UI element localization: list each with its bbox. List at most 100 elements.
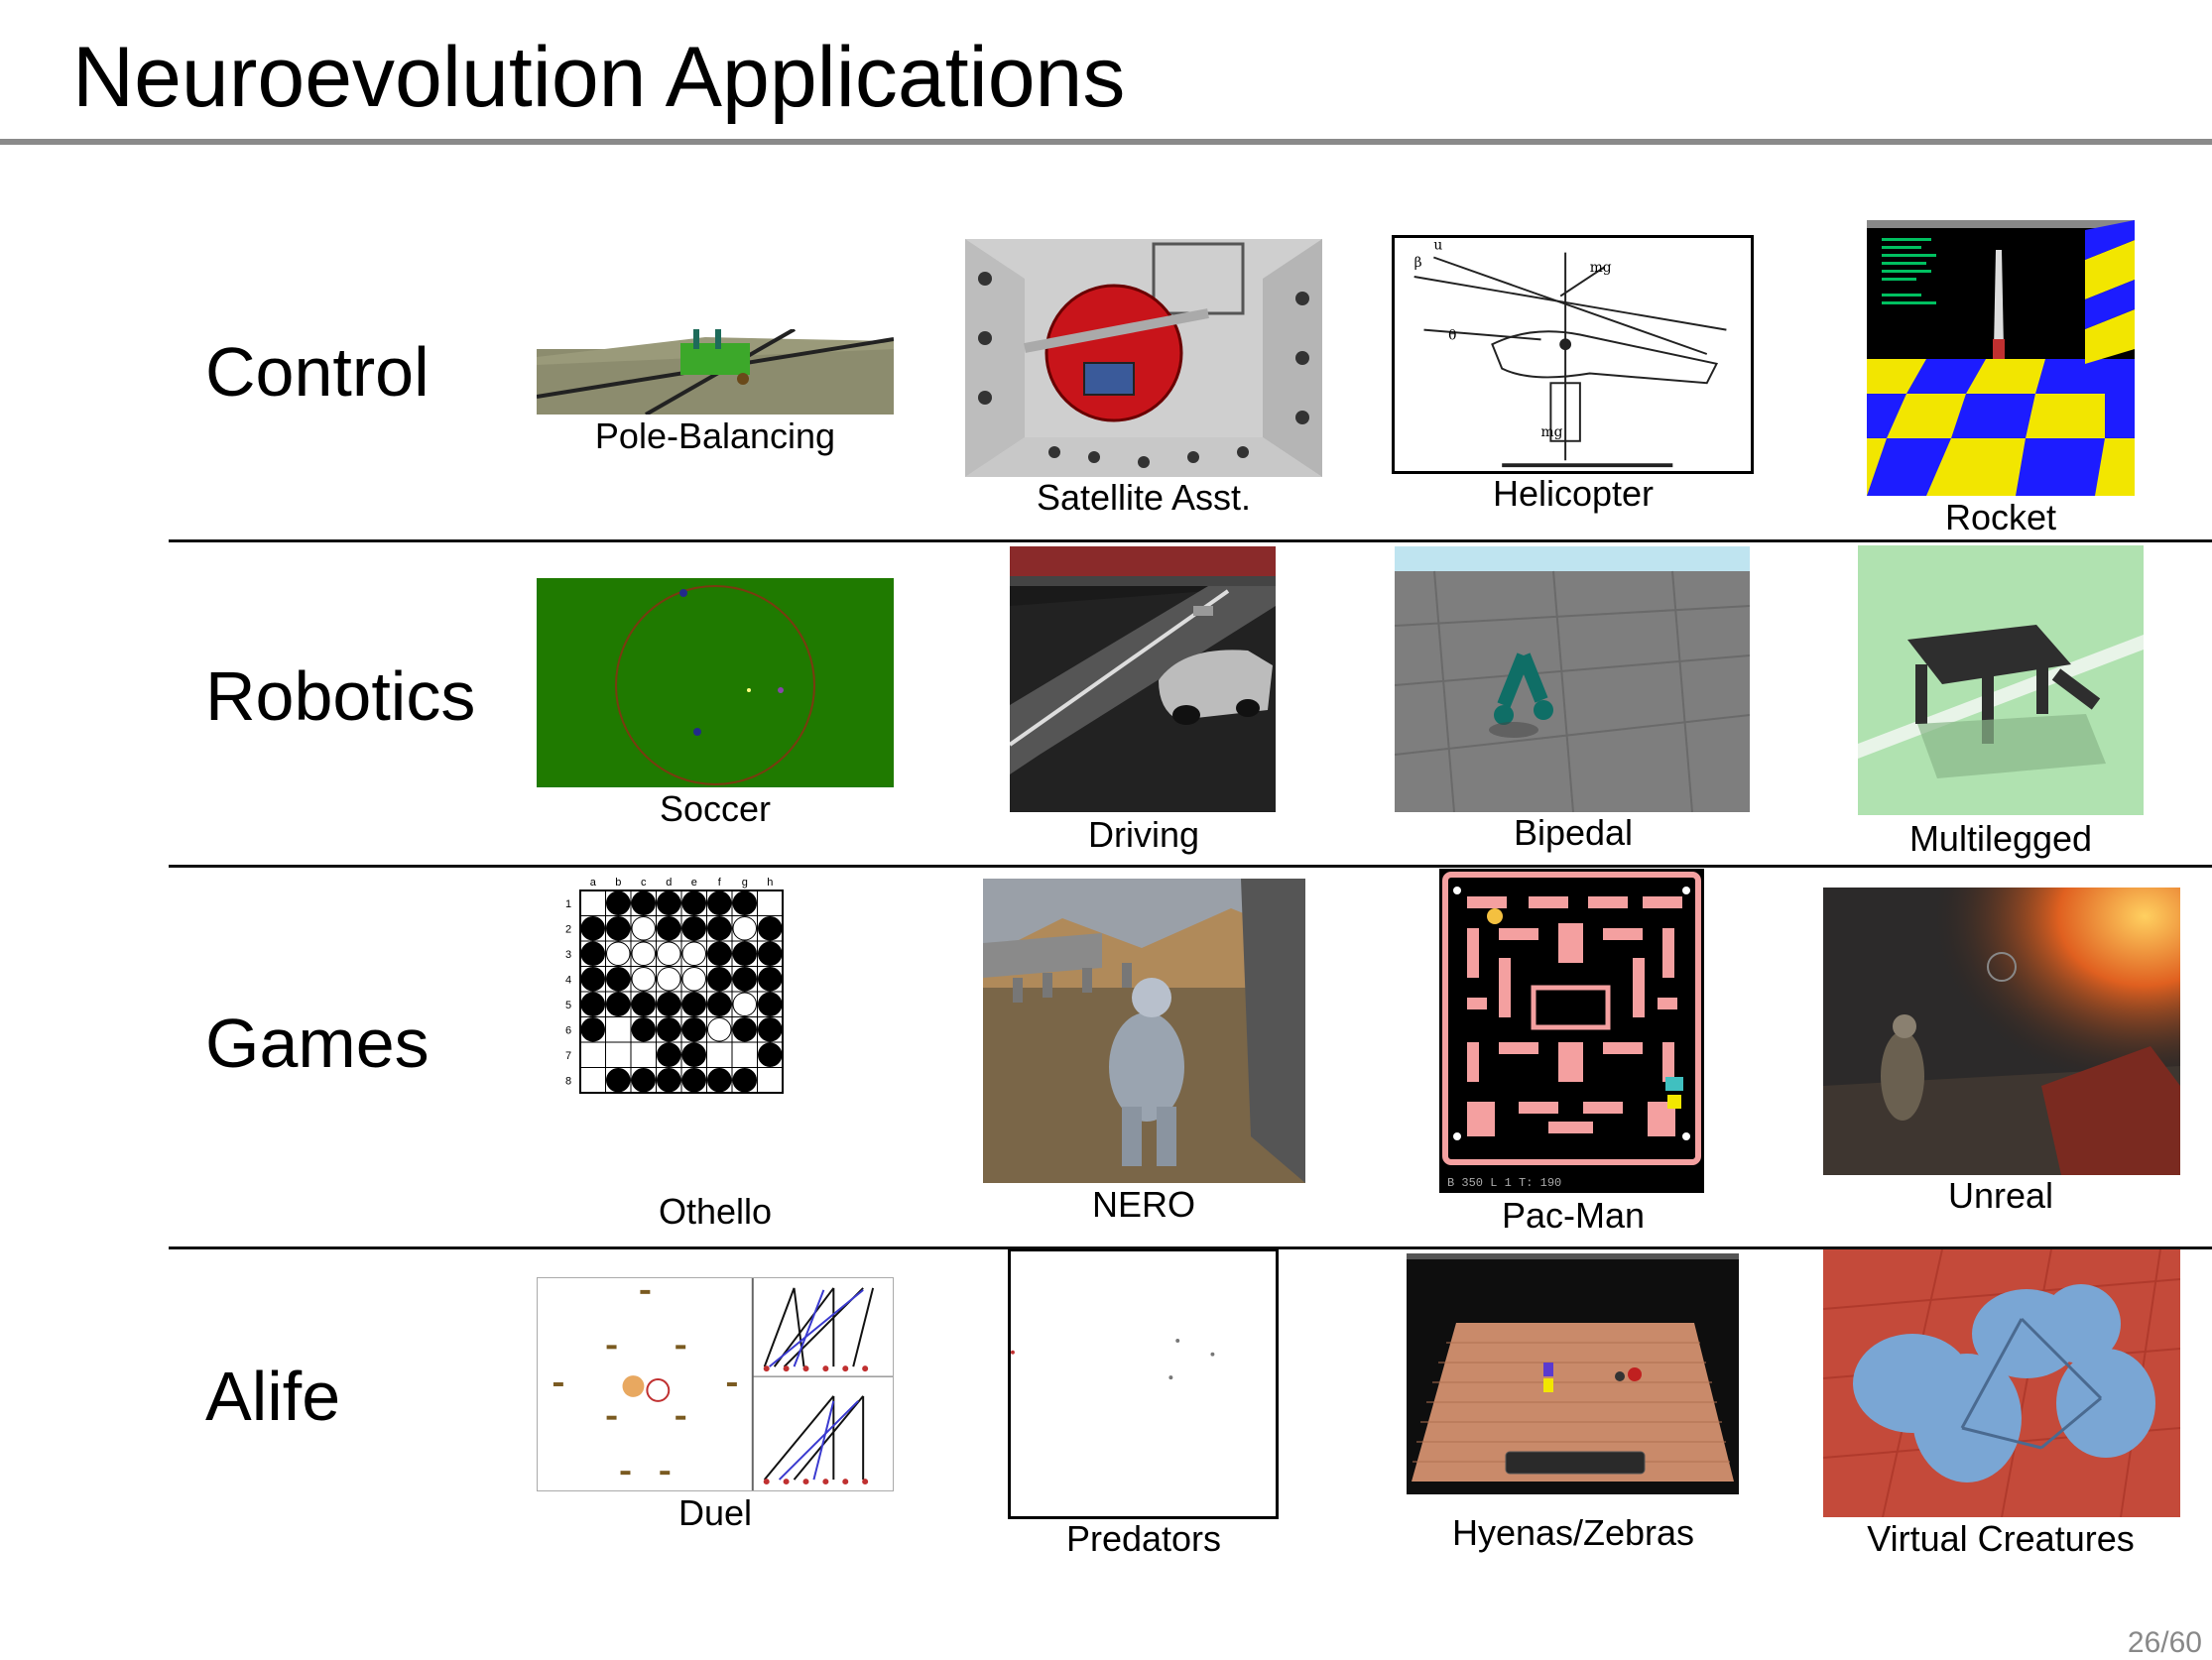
row-divider (169, 865, 2212, 868)
svg-text:mg: mg (1541, 424, 1563, 440)
row-label-control: Control (205, 333, 430, 411)
othello-row-label: 4 (565, 974, 571, 986)
othello-white-disc (657, 941, 681, 966)
row-label-robotics: Robotics (205, 657, 476, 735)
othello-black-disc (758, 1042, 783, 1067)
othello-white-disc (732, 992, 757, 1016)
othello-white-disc (631, 967, 656, 992)
othello-black-disc (758, 1017, 783, 1042)
caption-driving: Driving (1087, 814, 1200, 855)
svg-text:u: u (1433, 238, 1442, 254)
nero-image (983, 879, 1305, 1183)
unreal-image (1823, 888, 2180, 1175)
caption-satellite: Satellite Asst. (1036, 477, 1252, 518)
svg-text:mg: mg (1590, 260, 1612, 276)
othello-black-disc (707, 1068, 732, 1093)
othello-white-disc (631, 941, 656, 966)
pacman-maze: B 350 L 1 T: 190 (1439, 869, 1704, 1193)
othello-black-disc (707, 992, 732, 1016)
row-label-games: Games (205, 1005, 430, 1082)
othello-black-disc (580, 1017, 605, 1042)
othello-column-label: h (767, 877, 773, 889)
caption-helicopter: Helicopter (1492, 473, 1655, 514)
pole-balancing-image (537, 329, 894, 415)
caption-multilegged: Multilegged (1908, 818, 2093, 859)
othello-black-disc (606, 967, 631, 992)
othello-row-label: 6 (565, 1024, 571, 1036)
othello-black-disc (758, 941, 783, 966)
multilegged-image (1858, 545, 2144, 815)
othello-black-disc (681, 992, 706, 1016)
caption-soccer: Soccer (659, 788, 772, 829)
rocket-image (1867, 220, 2135, 496)
bipedal-image (1395, 546, 1750, 812)
othello-row-label: 3 (565, 949, 571, 961)
othello-row-label: 7 (565, 1050, 571, 1062)
othello-black-disc (657, 916, 681, 941)
othello-black-disc (657, 890, 681, 915)
othello-row-label: 2 (565, 923, 571, 935)
othello-row-label: 5 (565, 1000, 571, 1011)
othello-black-disc (732, 1068, 757, 1093)
othello-black-disc (657, 1042, 681, 1067)
othello-black-disc (707, 916, 732, 941)
caption-rocket: Rocket (1944, 497, 2057, 537)
pacman-status: B 350 L 1 T: 190 (1447, 1176, 1561, 1190)
othello-black-disc (732, 941, 757, 966)
satellite-image (965, 239, 1322, 477)
othello-column-label: g (742, 877, 748, 889)
othello-black-disc (681, 890, 706, 915)
caption-pole-balancing: Pole-Balancing (594, 415, 836, 456)
othello-column-label: c (641, 877, 647, 889)
othello-white-disc (606, 941, 631, 966)
othello-black-disc (580, 916, 605, 941)
page-title: Neuroevolution Applications (72, 30, 1126, 125)
othello-black-disc (758, 916, 783, 941)
svg-text:β: β (1414, 255, 1422, 271)
othello-column-label: d (666, 877, 672, 889)
othello-black-disc (580, 992, 605, 1016)
caption-othello: Othello (658, 1191, 773, 1232)
row-divider (169, 539, 2212, 542)
othello-white-disc (707, 1017, 732, 1042)
othello-black-disc (707, 967, 732, 992)
othello-black-disc (606, 916, 631, 941)
othello-black-disc (732, 1017, 757, 1042)
othello-black-disc (681, 1017, 706, 1042)
caption-bipedal: Bipedal (1513, 812, 1634, 853)
othello-black-disc (681, 1042, 706, 1067)
othello-black-disc (758, 967, 783, 992)
othello-black-disc (707, 890, 732, 915)
othello-black-disc (606, 992, 631, 1016)
page-number: 26/60 (2127, 1626, 2202, 1659)
caption-virtual-creatures: Virtual Creatures (1867, 1518, 2135, 1559)
row-divider (169, 1246, 2212, 1249)
othello-white-disc (681, 967, 706, 992)
othello-white-disc (657, 967, 681, 992)
predators-image (1008, 1248, 1279, 1519)
othello-black-disc (732, 890, 757, 915)
othello-black-disc (681, 916, 706, 941)
caption-hyenas-zebras: Hyenas/Zebras (1451, 1512, 1695, 1553)
title-divider (0, 139, 2212, 145)
helicopter-diagram: u β θ mg mg (1392, 235, 1754, 474)
othello-black-disc (657, 992, 681, 1016)
othello-black-disc (631, 890, 656, 915)
duel-image (537, 1277, 894, 1491)
virtual-creatures-image (1823, 1249, 2180, 1517)
othello-black-disc (657, 1017, 681, 1042)
othello-black-disc (580, 941, 605, 966)
othello-black-disc (631, 992, 656, 1016)
svg-text:θ: θ (1448, 327, 1456, 343)
row-label-alife: Alife (205, 1358, 341, 1435)
othello-column-label: e (691, 877, 697, 889)
caption-unreal: Unreal (1947, 1175, 2054, 1216)
othello-black-disc (631, 1068, 656, 1093)
othello-black-disc (657, 1068, 681, 1093)
soccer-image (537, 578, 894, 787)
othello-black-disc (707, 941, 732, 966)
caption-duel: Duel (677, 1492, 753, 1533)
othello-black-disc (606, 890, 631, 915)
othello-black-disc (758, 992, 783, 1016)
